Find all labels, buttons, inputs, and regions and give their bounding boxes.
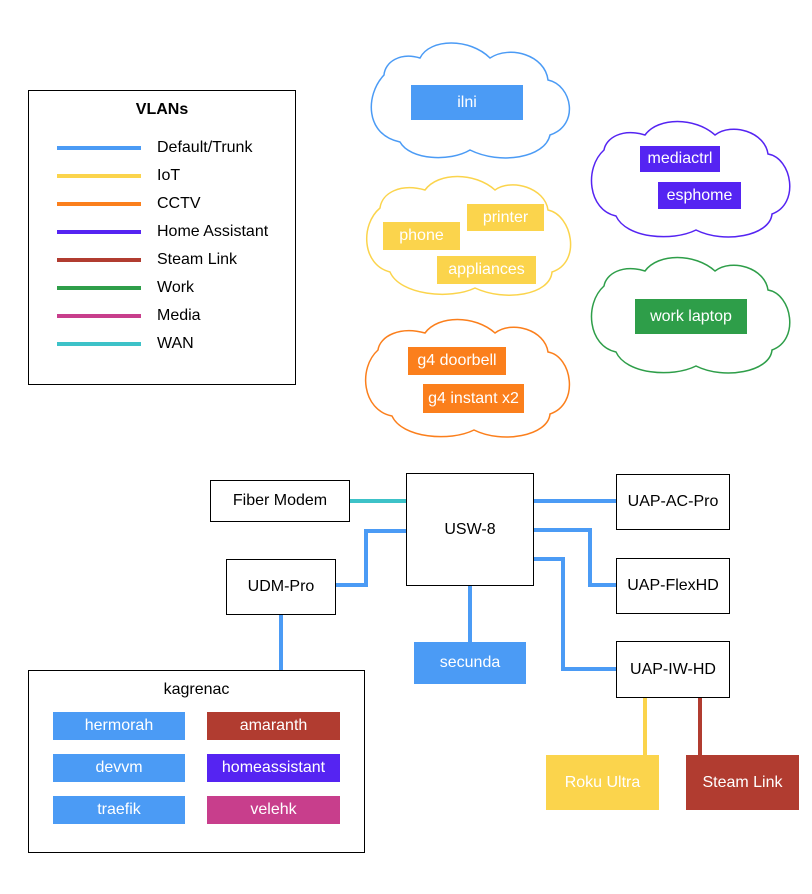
device-ilni: ilni — [411, 85, 523, 120]
node-udm-pro: UDM-Pro — [226, 559, 336, 615]
node-usw-8: USW-8 — [406, 473, 534, 586]
legend-swatch — [57, 258, 141, 262]
legend-label: Home Assistant — [157, 223, 269, 240]
cloud-home-assistant-vlan — [590, 120, 791, 238]
device-appliances: appliances — [437, 256, 536, 284]
legend-item-default-trunk: Default/Trunk — [29, 137, 295, 159]
legend-item-steam-link: Steam Link — [29, 249, 295, 271]
legend-swatch — [57, 146, 141, 150]
cloud-cctv-vlan — [364, 318, 571, 438]
device-g4-doorbell: g4 doorbell — [408, 347, 506, 375]
legend-swatch — [57, 202, 141, 206]
legend-swatch — [57, 230, 141, 234]
legend-label: WAN — [157, 335, 194, 352]
device-work-laptop: work laptop — [635, 299, 747, 334]
legend-item-media: Media — [29, 305, 295, 327]
node-fiber-modem: Fiber Modem — [210, 480, 350, 522]
vm-velehk: velehk — [207, 796, 340, 824]
vm-devvm: devvm — [53, 754, 185, 782]
legend-title: VLANs — [135, 101, 189, 118]
node-uap-iw-hd: UAP-IW-HD — [616, 641, 730, 698]
legend-label: Media — [157, 307, 201, 324]
node-roku-ultra: Roku Ultra — [546, 755, 659, 810]
vlan-legend: VLANs Default/Trunk IoT CCTV Home Assist… — [28, 90, 296, 385]
device-mediactrl: mediactrl — [640, 146, 720, 172]
legend-label: Default/Trunk — [157, 139, 253, 156]
device-phone: phone — [383, 222, 460, 250]
device-esphome: esphome — [658, 182, 741, 209]
trunk-link-usw-uap-flexhd — [533, 528, 617, 587]
legend-item-cctv: CCTV — [29, 193, 295, 215]
legend-label: IoT — [157, 167, 181, 184]
legend-label: Work — [157, 279, 195, 296]
node-secunda: secunda — [414, 642, 526, 684]
legend-item-wan: WAN — [29, 333, 295, 355]
legend-swatch — [57, 342, 141, 346]
trunk-link-udm-usw — [335, 529, 407, 587]
node-uap-flexhd: UAP-FlexHD — [616, 558, 730, 614]
legend-label: CCTV — [157, 195, 201, 212]
legend-swatch — [57, 174, 141, 178]
node-steam-link: Steam Link — [686, 755, 799, 810]
vm-homeassistant: homeassistant — [207, 754, 340, 782]
legend-item-iot: IoT — [29, 165, 295, 187]
device-printer: printer — [467, 204, 544, 231]
legend-swatch — [57, 286, 141, 290]
host-title: kagrenac — [163, 681, 230, 698]
vm-traefik: traefik — [53, 796, 185, 824]
legend-item-home-assistant: Home Assistant — [29, 221, 295, 243]
legend-item-work: Work — [29, 277, 295, 299]
device-g4-instant: g4 instant x2 — [423, 384, 524, 413]
legend-label: Steam Link — [157, 251, 238, 268]
vm-hermorah: hermorah — [53, 712, 185, 740]
vm-amaranth: amaranth — [207, 712, 340, 740]
trunk-link-usw-uap-iw-hd — [533, 557, 617, 671]
node-uap-ac-pro: UAP-AC-Pro — [616, 474, 730, 530]
legend-swatch — [57, 314, 141, 318]
